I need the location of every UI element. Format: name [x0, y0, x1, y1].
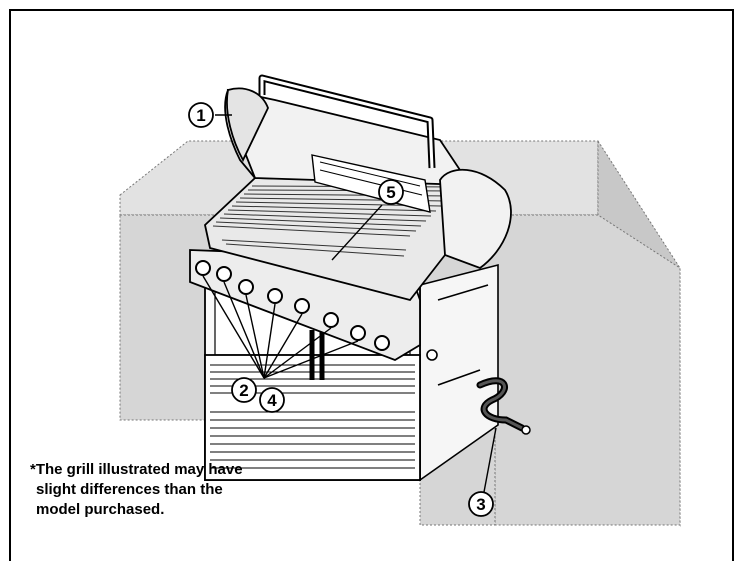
knob-4: [267, 288, 283, 304]
knob-6: [323, 312, 339, 328]
callout-5: 5: [378, 179, 404, 205]
svg-text:4: 4: [267, 391, 277, 410]
burner-knobs: [195, 260, 390, 351]
leader-lines: [202, 114, 497, 493]
callout-2: 2: [231, 377, 257, 403]
svg-text:2: 2: [239, 381, 248, 400]
knob-2: [216, 266, 232, 282]
gas-hose-inner: [478, 379, 524, 430]
callout-1: 1: [188, 102, 214, 128]
knob-7: [350, 325, 366, 341]
svg-text:1: 1: [196, 106, 205, 125]
lid-handle-highlight: [260, 76, 434, 169]
callout-4: 4: [259, 387, 285, 413]
knob-8: [374, 335, 390, 351]
disclaimer-note: *The grill illustrated may have slight d…: [30, 460, 330, 520]
svg-text:5: 5: [386, 183, 395, 202]
note-line-3: model purchased.: [36, 501, 165, 518]
hose-fitting: [521, 425, 531, 435]
note-line-1: *The grill illustrated may have: [30, 461, 243, 478]
knob-1: [195, 260, 211, 276]
grill-lid: [224, 87, 512, 270]
knob-5: [294, 298, 310, 314]
callout-3: 3: [468, 491, 494, 517]
figure-frame: [9, 9, 734, 561]
svg-text:3: 3: [476, 495, 485, 514]
grill-side-panel: [419, 263, 499, 482]
note-line-2: slight differences than the: [36, 481, 223, 498]
knob-3: [238, 279, 254, 295]
